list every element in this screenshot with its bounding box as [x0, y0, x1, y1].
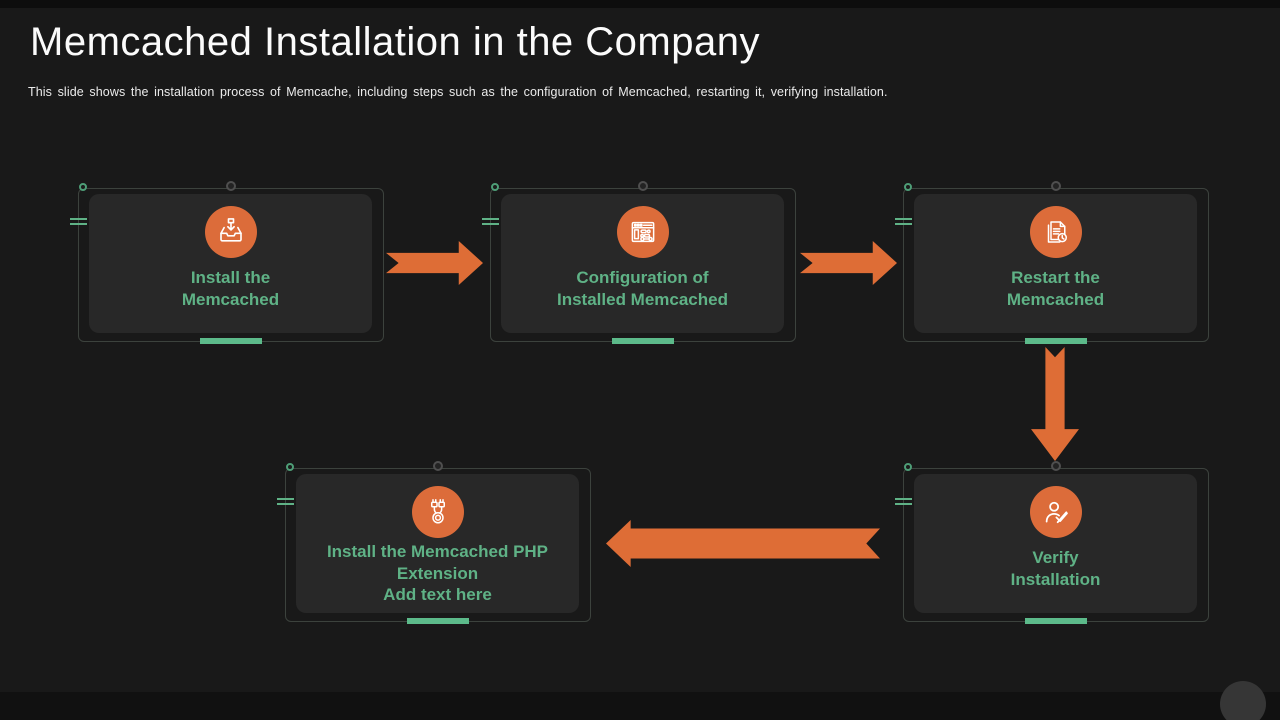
step-title: Configuration of Installed Memcached — [556, 268, 728, 309]
side-ticks-icon — [482, 218, 499, 228]
php-extension-plug-icon — [411, 486, 464, 538]
step-title: Install the Memcached PHP Extension Add … — [326, 542, 549, 604]
card-underline — [612, 338, 674, 344]
top-node-icon — [638, 181, 648, 191]
card-underline — [200, 338, 262, 344]
side-ticks-icon — [277, 498, 294, 508]
step-card-install-memcached: Install the Memcached — [70, 181, 384, 344]
top-frame-strip — [0, 0, 1280, 8]
page-title: Memcached Installation in the Company — [30, 20, 760, 64]
corner-circle-decoration — [1220, 681, 1266, 720]
top-node-icon — [1051, 461, 1061, 471]
step-card-restart: Restart the Memcached — [895, 181, 1209, 344]
step-title: Install the Memcached — [181, 268, 280, 309]
verify-user-icon — [1029, 486, 1082, 538]
step-card-php-extension: Install the Memcached PHP Extension Add … — [277, 461, 591, 624]
side-ticks-icon — [895, 218, 912, 228]
flow-arrow-down-icon — [1031, 347, 1079, 461]
side-ticks-icon — [70, 218, 87, 228]
corner-node-icon — [286, 463, 294, 471]
corner-node-icon — [904, 183, 912, 191]
corner-node-icon — [79, 183, 87, 191]
top-node-icon — [433, 461, 443, 471]
bottom-frame-strip — [0, 692, 1280, 720]
settings-window-icon — [616, 206, 669, 258]
top-node-icon — [1051, 181, 1061, 191]
card-body: Install the Memcached — [89, 194, 372, 333]
step-card-configuration: Configuration of Installed Memcached — [482, 181, 796, 344]
card-body: Verify Installation — [914, 474, 1197, 613]
flow-arrow-right-icon — [386, 241, 483, 285]
corner-node-icon — [491, 183, 499, 191]
side-ticks-icon — [895, 498, 912, 508]
step-title: Restart the Memcached — [1006, 268, 1105, 309]
card-underline — [407, 618, 469, 624]
page-subtitle: This slide shows the installation proces… — [28, 85, 888, 99]
restart-document-icon — [1029, 206, 1082, 258]
flow-arrow-right-icon — [800, 241, 897, 285]
corner-node-icon — [904, 463, 912, 471]
card-underline — [1025, 618, 1087, 624]
top-node-icon — [226, 181, 236, 191]
flow-arrow-left-icon — [606, 520, 880, 567]
card-body: Configuration of Installed Memcached — [501, 194, 784, 333]
install-tray-icon — [204, 206, 257, 258]
card-body: Install the Memcached PHP Extension Add … — [296, 474, 579, 613]
card-underline — [1025, 338, 1087, 344]
card-body: Restart the Memcached — [914, 194, 1197, 333]
step-card-verify: Verify Installation — [895, 461, 1209, 624]
step-title: Verify Installation — [1010, 548, 1101, 589]
